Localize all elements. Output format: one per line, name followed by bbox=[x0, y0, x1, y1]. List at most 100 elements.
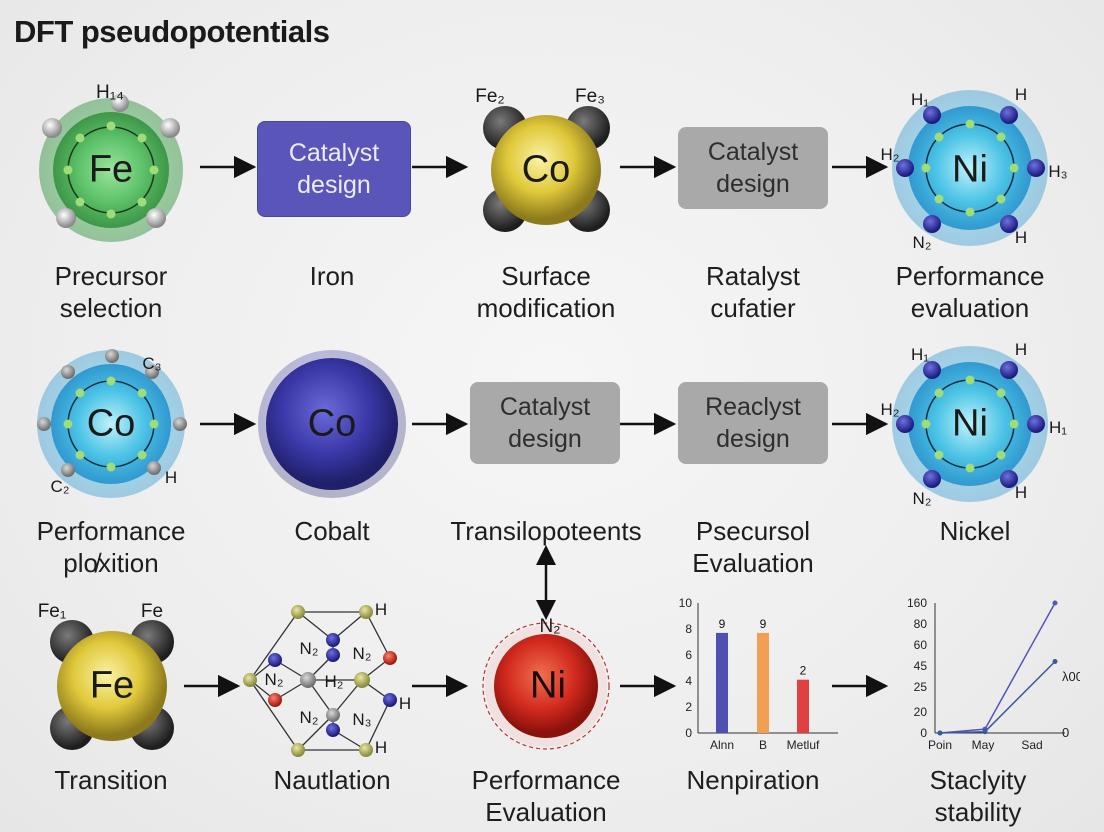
data-point bbox=[937, 730, 943, 736]
y-tick-label: 4 bbox=[685, 674, 692, 688]
atom-label: H₂ bbox=[880, 145, 900, 164]
fe-symbol-2: Fe bbox=[89, 664, 135, 707]
molecule-label: H₂ bbox=[324, 672, 344, 691]
y-tick-label: 25 bbox=[914, 680, 928, 694]
caption: Staclyity stability bbox=[929, 765, 1027, 827]
caption: Nautlation bbox=[273, 765, 391, 795]
atom-label: N₂ bbox=[539, 616, 561, 637]
fe-symbol: Fe bbox=[88, 148, 134, 191]
atom-label: N₂ bbox=[912, 489, 932, 508]
molecule-label: H bbox=[398, 694, 412, 713]
atom-label: H bbox=[1014, 228, 1028, 247]
y-tick-label: 0 bbox=[920, 726, 927, 740]
x-tick-label: Alnn bbox=[710, 738, 734, 752]
annotation: λ00 bbox=[1062, 669, 1080, 684]
page-title: DFT pseudopotentials bbox=[14, 14, 330, 49]
catalyst-design-box-3: Catalyst design bbox=[470, 382, 620, 464]
bar bbox=[757, 632, 769, 733]
atom-label: H₁ bbox=[910, 90, 930, 109]
atom-label: H₃ bbox=[1048, 162, 1068, 181]
ni-cyan-atom-2 bbox=[892, 346, 1048, 502]
catalyst-design-box-2: Catalyst design bbox=[678, 127, 828, 209]
data-point bbox=[982, 729, 988, 735]
molecule-label: N₂ bbox=[299, 708, 319, 727]
molecule-label: N₂ bbox=[352, 644, 372, 663]
bar bbox=[797, 679, 809, 733]
caption: Surface modification bbox=[476, 261, 616, 323]
co-symbol-2: Co bbox=[86, 402, 136, 445]
co-yellow-atom bbox=[483, 106, 610, 232]
y-tick-label: 0 bbox=[685, 726, 692, 740]
data-point bbox=[1052, 659, 1058, 664]
atom-label: H bbox=[1014, 340, 1028, 359]
molecule-atoms bbox=[243, 605, 397, 757]
molecule-label: N₂ bbox=[299, 639, 319, 658]
atom-label: H₁₄ bbox=[96, 82, 124, 103]
y-tick-label: 20 bbox=[914, 705, 928, 719]
caption: Nickel bbox=[939, 516, 1011, 546]
x-tick-label: May bbox=[972, 738, 995, 752]
y-tick-label: 160 bbox=[907, 596, 927, 610]
x-tick-label: Metluf bbox=[787, 738, 820, 752]
atom-label: Fe bbox=[140, 601, 164, 622]
y-tick-label: 2 bbox=[685, 700, 692, 714]
caption: Ratalyst cufatier bbox=[706, 261, 800, 323]
data-label: 9 bbox=[719, 617, 726, 631]
ni-symbol-2: Ni bbox=[952, 402, 988, 445]
cobalt-symbol: Co bbox=[307, 402, 357, 445]
ni-red-sphere bbox=[482, 622, 610, 750]
reaclyst-design-box: Reaclyst design bbox=[678, 382, 828, 464]
cobalt-sphere bbox=[258, 350, 406, 498]
data-label: 9 bbox=[760, 617, 767, 631]
data-label: 2 bbox=[800, 664, 807, 678]
atom-label: Fe₃ bbox=[575, 86, 605, 107]
x-tick-label: B bbox=[759, 738, 767, 752]
caption: Performance evaluation bbox=[895, 261, 1045, 323]
y-tick-label: 80 bbox=[914, 617, 928, 631]
caption: Performance Evaluation bbox=[471, 765, 621, 827]
caption: Performance plo̸xition bbox=[36, 516, 186, 578]
atom-label: H₁ bbox=[1048, 418, 1068, 437]
molecule-label: H bbox=[374, 738, 388, 757]
molecule-label: H bbox=[374, 600, 388, 619]
caption: Transilopoteents bbox=[450, 516, 642, 546]
y-tick-label: 6 bbox=[685, 648, 692, 662]
caption: Cobalt bbox=[294, 516, 370, 546]
annotation: 0 bbox=[1062, 725, 1069, 740]
y-tick-label: 45 bbox=[914, 659, 928, 673]
atom-label: H bbox=[1014, 483, 1028, 502]
ni-symbol: Ni bbox=[952, 148, 988, 191]
fe-yellow-atom bbox=[50, 620, 174, 750]
series-line bbox=[939, 602, 1056, 734]
ni-cyan-atom bbox=[892, 90, 1048, 246]
ni-symbol-3: Ni bbox=[530, 664, 566, 707]
atom-label: Fe₁ bbox=[37, 601, 67, 622]
caption: Iron bbox=[309, 261, 355, 291]
co-symbol: Co bbox=[521, 148, 571, 191]
x-tick-label: Sad bbox=[1021, 738, 1042, 752]
atom-label: H bbox=[1014, 85, 1028, 104]
molecule-label: N₂ bbox=[264, 670, 284, 689]
molecule-label: N₃ bbox=[352, 710, 372, 729]
caption: Precursor selection bbox=[54, 261, 168, 323]
y-tick-label: 10 bbox=[679, 596, 693, 610]
atom-label: H₂ bbox=[880, 400, 900, 419]
atom-label: H₁ bbox=[910, 345, 930, 364]
caption: Nenpiration bbox=[686, 765, 820, 795]
catalyst-design-box-1: Catalyst design bbox=[257, 121, 411, 217]
caption: Psecursol Evaluation bbox=[692, 516, 814, 578]
atom-label: N₂ bbox=[912, 233, 932, 252]
caption: Transition bbox=[54, 765, 168, 795]
atom-label: C₃ bbox=[142, 354, 162, 373]
data-point bbox=[1052, 600, 1058, 606]
atom-label: C₂ bbox=[50, 477, 70, 496]
y-tick-label: 8 bbox=[685, 622, 692, 636]
x-tick-label: Poin bbox=[928, 738, 952, 752]
atom-label: Fe₂ bbox=[475, 86, 505, 107]
bar bbox=[716, 632, 728, 733]
fe-green-atom bbox=[39, 94, 183, 242]
series-line bbox=[939, 660, 1056, 734]
